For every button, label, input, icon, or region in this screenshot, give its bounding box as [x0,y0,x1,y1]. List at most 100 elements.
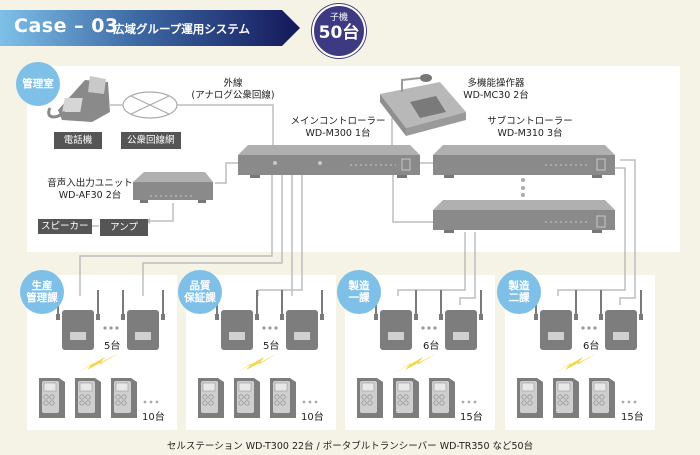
console-name: 多機能操作器 [467,78,525,89]
multifunction-console-icon [380,74,466,136]
footer-summary: セルステーション WD-T300 22台 / ポータブルトランシーバー WD-T… [166,441,534,452]
cell-station-terminal-icon [393,378,419,418]
base-station-icon [280,290,324,350]
banner-arrow-shape [0,10,300,46]
case-banner: Case – 03 広域グループ運用システム [0,10,300,46]
more-base-stations-ellipsis [262,326,278,330]
cell-station-terminal-icon [75,378,101,418]
telephone-icon [47,76,110,122]
outside-line-title: 外線 [223,78,243,89]
cell-station-terminal-icon [39,378,65,418]
department-devices-4 [517,290,643,418]
department-devices-1 [39,290,165,418]
bubble-line-2: 二課 [508,292,530,304]
cell-station-terminal-icon [357,378,383,418]
bubble-line-1: 製造 [348,280,370,292]
more-terminals-ellipsis [302,400,318,404]
terminal-count: 10台 [142,412,165,423]
wire-main-dept1-b [142,172,283,296]
terminal-count: 15台 [460,412,483,423]
cell-station-terminal-icon [553,378,579,418]
console-label: 多機能操作器 WD-MC30 2台 [446,78,546,102]
more-terminals-ellipsis [621,400,637,404]
base-station-icon [215,290,259,350]
terminal-count: 10台 [301,412,324,423]
wire-audio-main [215,162,240,184]
cell-station-terminal-icon [429,378,455,418]
badge-caption: 子機 [329,13,348,23]
base-station-count: 6台 [423,341,440,352]
base-station-count: 5台 [104,341,121,352]
bubble-label: 製造一課 [349,280,370,304]
bubble-label: 生産管理課 [26,280,58,304]
base-station-count: 5台 [263,341,280,352]
bubble-label: 管理室 [22,78,54,90]
wire-main-sub2 [392,172,433,223]
terminal-count: 15台 [621,412,644,423]
more-base-stations-ellipsis [103,326,119,330]
sub-controller-device-2 [433,200,615,233]
bubble-label: 製造二課 [509,280,530,304]
base-station-icon [599,290,643,350]
wireless-signal-icon [555,353,597,373]
audio-unit-model: WD-AF30 2台 [58,190,122,201]
bubble-line-2: 管理課 [26,292,58,304]
cell-station-terminal-icon [111,378,137,418]
bubble-dept-production-management: 生産管理課 [20,270,64,314]
badge-count: 50台 [318,23,360,43]
audio-unit-label: 音声入出力ユニット WD-AF30 2台 [40,178,140,202]
audio-unit-name: 音声入出力ユニット [47,178,133,189]
bubble-dept-manufacturing-1: 製造一課 [337,270,381,314]
case-title: 広域グループ運用システム [113,22,250,36]
bubble-line-1: 生産 [31,280,53,292]
more-terminals-ellipsis [461,400,477,404]
wireless-signal-icon [395,353,437,373]
cell-station-terminal-icon [234,378,260,418]
wireless-signal-icon [77,353,119,373]
bubble-control-room: 管理室 [16,62,60,106]
wire-audio-amp [150,203,174,222]
base-station-icon [439,290,483,350]
bubble-line-1: 品質 [189,280,211,292]
bubble-line-2: 一課 [348,292,370,304]
cell-station-terminal-icon [270,378,296,418]
console-model: WD-MC30 2台 [463,90,529,101]
cell-station-terminal-icon [198,378,224,418]
sub-controller-name: サブコントローラー [487,116,573,127]
more-base-stations-ellipsis [581,326,597,330]
amp-label: アンプ [100,219,148,236]
department-devices-3 [357,290,483,418]
wire-network-main [175,104,274,148]
more-base-stations-ellipsis [421,326,437,330]
telephone-label: 電話機 [54,132,102,149]
cell-station-terminal-icon [589,378,615,418]
more-terminals-ellipsis [143,400,159,404]
wireless-signal-icon [236,353,278,373]
bubble-label: 品質保証課 [184,280,216,304]
department-devices-2 [198,290,324,418]
base-station-icon [121,290,165,350]
base-station-count: 6台 [583,341,600,352]
bubble-dept-quality-assurance: 品質保証課 [178,270,222,314]
arrow-icon [146,218,150,224]
public-network-icon [122,91,178,119]
outside-line-subtitle: (アナログ公衆回線) [191,90,275,101]
bubble-line-1: 製造 [508,280,530,292]
bubble-dept-manufacturing-2: 製造二課 [497,270,541,314]
outside-line-label: 外線 (アナログ公衆回線) [178,78,288,102]
sub-controller-label: サブコントローラー WD-M310 3台 [475,116,585,140]
main-controller-device [238,145,420,178]
public-network-label: 公衆回線網 [121,132,181,149]
case-number: Case – 03 [14,15,119,37]
sub-controller-device-1 [433,145,615,178]
main-controller-name: メインコントローラー [290,116,386,127]
wire-main-dept1-a [79,172,273,296]
speaker-label: スピーカー [38,219,92,234]
more-controllers-ellipsis [521,178,525,197]
main-controller-label: メインコントローラー WD-M300 1台 [283,116,393,140]
main-controller-model: WD-M300 1台 [305,128,371,139]
bubble-line-2: 保証課 [184,292,216,304]
unit-count-badge: 子機 50台 [312,4,366,58]
audio-io-unit-device [133,172,213,203]
